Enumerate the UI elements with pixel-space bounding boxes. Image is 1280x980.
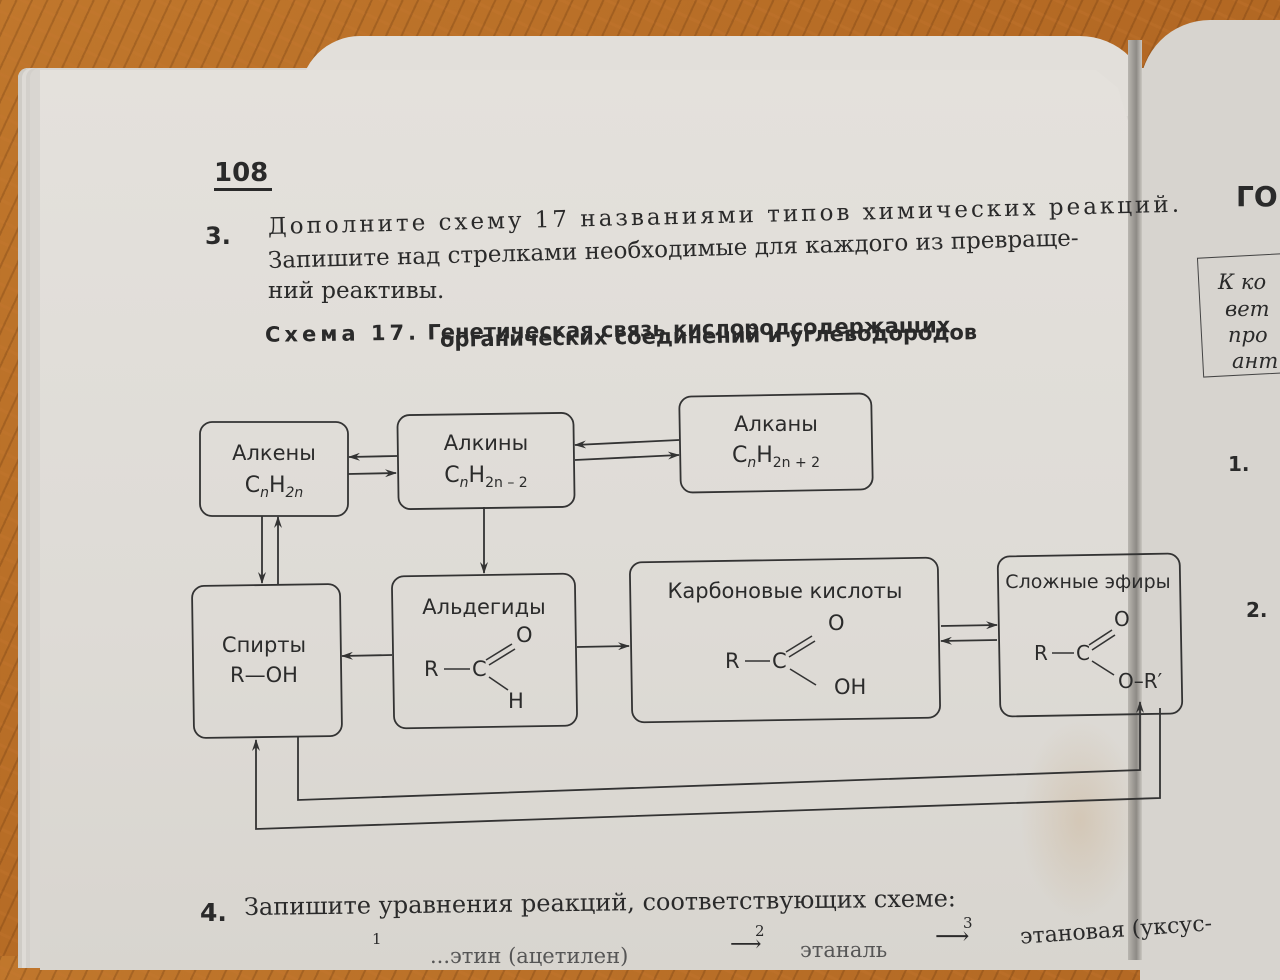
book-gutter xyxy=(1128,40,1142,960)
acid-bond-coh xyxy=(789,668,817,686)
alkynes-formula: CnH2n – 2 xyxy=(444,463,527,491)
arrow-alkanes-to-alkynes xyxy=(574,439,680,449)
aldehydes-label: Альдегиды xyxy=(422,595,545,619)
ester-double-bond-b xyxy=(1091,634,1116,651)
esters-label: Сложные эфиры xyxy=(1005,571,1170,593)
arrow-acids-to-esters xyxy=(940,621,998,630)
acids-label: Карбоновые кислоты xyxy=(668,579,903,603)
aldehyde-o: O xyxy=(516,623,533,647)
book-page-left xyxy=(40,70,1140,970)
alkanes-label: Алканы xyxy=(734,412,818,436)
right-page-title: ГО xyxy=(1236,180,1278,213)
alkenes-label: Алкены xyxy=(232,441,316,465)
ester-r: R xyxy=(1034,641,1048,665)
chain-step-1: 1 xyxy=(372,930,382,948)
chain-arrow-2: ⟶ xyxy=(730,932,762,957)
ester-double-bond-a xyxy=(1088,629,1113,646)
acid-double-bond-a xyxy=(785,635,813,653)
aldehyde-bond-ch xyxy=(488,676,509,691)
acid-c: C xyxy=(772,649,787,673)
chain-step-2: 2 xyxy=(755,922,765,940)
arrow-esters-to-alcohols xyxy=(252,708,1161,830)
right-box-line-4: ант xyxy=(1232,349,1279,373)
arrow-aldehydes-to-acids xyxy=(576,642,630,651)
alcohols-formula: R—OH xyxy=(230,663,298,687)
task-4-number: 4. xyxy=(200,898,227,927)
alkanes-formula: CnH2n + 2 xyxy=(732,443,820,471)
box-alkenes xyxy=(199,421,349,517)
arrow-alkynes-to-alkanes xyxy=(574,451,680,461)
chain-part-2: этаналь xyxy=(800,938,888,962)
acid-oh: OH xyxy=(834,675,866,699)
box-alkynes xyxy=(396,412,576,510)
box-acids xyxy=(629,556,941,724)
alkenes-formula: CnH2n xyxy=(245,473,304,501)
ester-bond-co xyxy=(1091,660,1115,676)
alcohols-label: Спирты xyxy=(222,633,306,657)
arrow-aldehydes-to-alcohols xyxy=(341,651,393,660)
arrow-alcohols-to-esters xyxy=(297,701,1144,801)
box-aldehydes xyxy=(391,572,578,730)
aldehyde-double-bond-b xyxy=(488,648,516,666)
aldehyde-c: C xyxy=(472,657,487,681)
page-number-underline xyxy=(214,188,272,191)
acid-double-bond-b xyxy=(788,640,816,658)
ester-o: O xyxy=(1114,607,1130,631)
ester-or: O–R′ xyxy=(1118,669,1163,693)
right-box-line-3: про xyxy=(1228,323,1268,347)
right-item-1: 1. xyxy=(1228,452,1250,476)
right-box-line-2: вет xyxy=(1225,297,1270,321)
box-alkanes xyxy=(678,392,874,494)
right-item-2: 2. xyxy=(1246,598,1268,622)
arrow-alkenes-to-alkynes xyxy=(347,469,397,478)
chain-part-1: ...этин (ацетилен) xyxy=(430,944,629,968)
ester-c: C xyxy=(1076,641,1090,665)
acid-o: O xyxy=(828,611,845,635)
alkynes-label: Алкины xyxy=(444,431,528,455)
page-number: 108 xyxy=(214,158,269,188)
aldehyde-r: R xyxy=(424,657,439,681)
box-alcohols xyxy=(191,583,343,739)
aldehyde-h: H xyxy=(508,689,524,713)
genetic-link-diagram: Алкены CnH2n Алкины CnH2n – 2 Алканы CnH… xyxy=(191,392,1184,830)
aldehyde-double-bond-a xyxy=(485,643,513,661)
task-3-line-3: ний реактивы. xyxy=(268,278,445,304)
chain-step-3: 3 xyxy=(963,914,973,932)
acid-r: R xyxy=(725,649,740,673)
right-box-line-1: К ко xyxy=(1218,270,1267,294)
page-stain xyxy=(1020,720,1140,920)
box-esters xyxy=(996,552,1184,718)
task-3-number: 3. xyxy=(205,222,231,250)
book-page-right xyxy=(1140,20,1280,980)
chain-arrow-3: ⟶ xyxy=(935,922,970,950)
arrow-alkynes-to-alkenes xyxy=(348,452,398,461)
arrow-esters-to-acids xyxy=(940,636,998,645)
